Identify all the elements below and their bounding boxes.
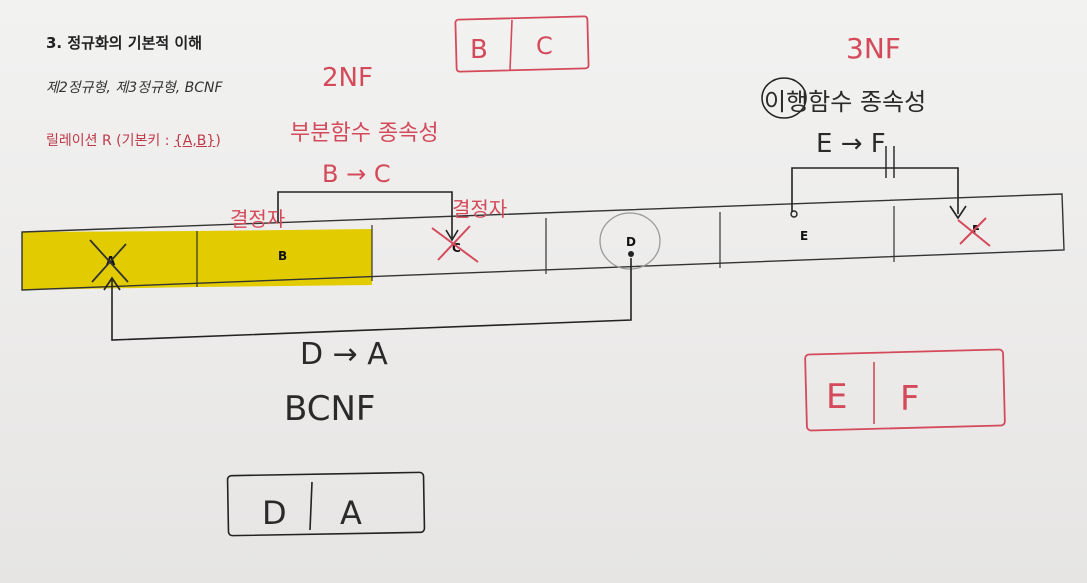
cell-e: E [800,229,808,243]
cell-f: F [972,223,980,237]
box-da: D A [226,471,426,537]
box-bc: B C [454,15,590,73]
arrow-b-to-c [277,191,459,242]
arrow-d-to-a [103,258,632,341]
label-determinant-c: 결정자 [452,197,507,221]
primary-key: {A,B} [173,133,216,149]
box-da-right: A [340,494,362,532]
box-da-left: D [262,494,287,532]
label-partial-dependency: 부분함수 종속성 [290,121,439,146]
cell-c: C [452,241,461,255]
relation-table: A B C D E F [21,193,1065,291]
relation-heading: 릴레이션 R (기본키 : {A,B}) [46,130,221,150]
box-ef-right: F [900,379,920,419]
normal-forms-list: 제2정규형, 제3정규형, BCNF [46,80,223,96]
strike-marks [89,210,991,283]
label-bcnf: BCNF [284,389,375,429]
label-transitive-dependency: 이행함수 종속성 [764,88,926,116]
relation-close: ) [215,133,221,149]
label-fd-da: D → A [300,337,388,372]
box-bc-left: B [470,35,488,65]
label-determinant-b: 결정자 [230,207,285,231]
box-ef-left: E [826,377,847,417]
section-title: 3. 정규화의 기본적 이해 [46,34,203,52]
relation-label: 릴레이션 R (기본키 : [46,133,174,149]
label-2nf: 2NF [322,63,373,93]
cell-b: B [278,249,287,263]
label-fd-ef: E → F [816,129,886,159]
label-3nf: 3NF [846,32,901,65]
box-ef: E F [804,348,1006,432]
label-fd-bc: B → C [322,160,391,188]
table-border [21,193,1065,291]
box-bc-right: C [536,32,553,60]
cell-d: D [626,235,636,249]
arrow-e-to-f [791,146,967,220]
cell-b-bg [197,229,372,287]
